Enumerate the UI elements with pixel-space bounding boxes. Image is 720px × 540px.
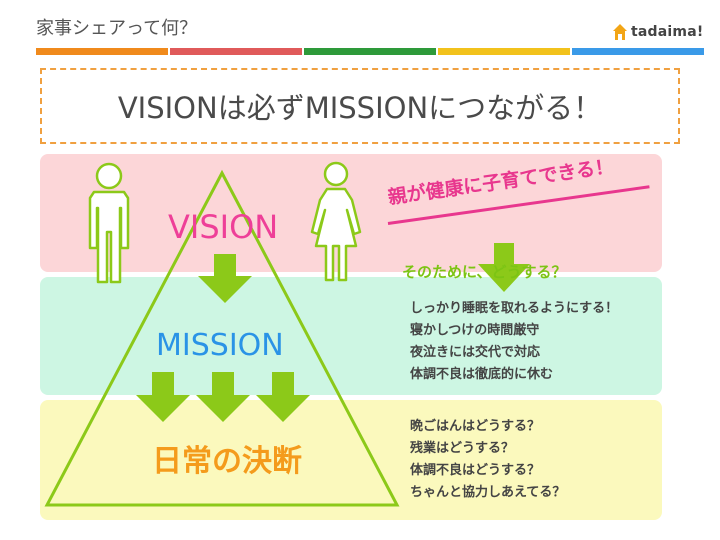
list-item: ちゃんと協力しあえてる？ xyxy=(410,485,566,500)
mission-list: しっかり睡眠を取れるようにする！ 寝かしつけの時間厳守 夜泣きには交代で対応 体… xyxy=(410,298,618,386)
list-item: 寝かしつけの時間厳守 xyxy=(410,323,540,338)
decision-label: 日常の決断 xyxy=(152,444,302,479)
sub-question: そのために、どうする？ xyxy=(402,263,567,281)
arrow-vision-to-question xyxy=(478,243,530,292)
arrow-vision-to-mission xyxy=(198,254,252,303)
arrow-mission-to-decision-1 xyxy=(136,372,190,422)
stripe-green xyxy=(304,48,436,55)
mission-band xyxy=(40,277,662,395)
stripe-orange xyxy=(36,48,168,55)
list-item: 体調不良はどうする？ xyxy=(410,463,541,478)
female-figure-icon xyxy=(310,161,362,282)
decision-list: 晩ごはんはどうする？ 残業はどうする？ 体調不良はどうする？ ちゃんと協力しあえ… xyxy=(410,416,565,504)
logo: tadaima! xyxy=(612,22,703,42)
list-item: 晩ごはんはどうする？ xyxy=(410,419,541,434)
page-title: 家事シェアって何？ xyxy=(36,18,198,39)
list-item: 夜泣きには交代で対応 xyxy=(410,345,541,360)
pyramid-outline xyxy=(44,169,400,507)
vision-label: VISION xyxy=(168,208,279,246)
house-icon xyxy=(613,24,627,40)
stripe-blue xyxy=(572,48,704,55)
list-item: 体調不良は徹底的に休む xyxy=(410,367,554,382)
male-figure-icon xyxy=(88,162,130,284)
list-item: しっかり睡眠を取れるようにする！ xyxy=(410,301,619,316)
arrow-mission-to-decision-3 xyxy=(256,372,310,422)
stripe-red xyxy=(170,48,302,55)
stripe-yellow xyxy=(438,48,570,55)
arrow-mission-to-decision-2 xyxy=(196,372,250,422)
heading-box xyxy=(40,68,680,144)
main-heading: VISIONは必ずMISSIONにつながる！ xyxy=(117,91,603,125)
mission-label: MISSION xyxy=(156,328,284,363)
logo-text: tadaima! xyxy=(631,24,704,40)
list-item: 残業はどうする？ xyxy=(410,441,515,456)
